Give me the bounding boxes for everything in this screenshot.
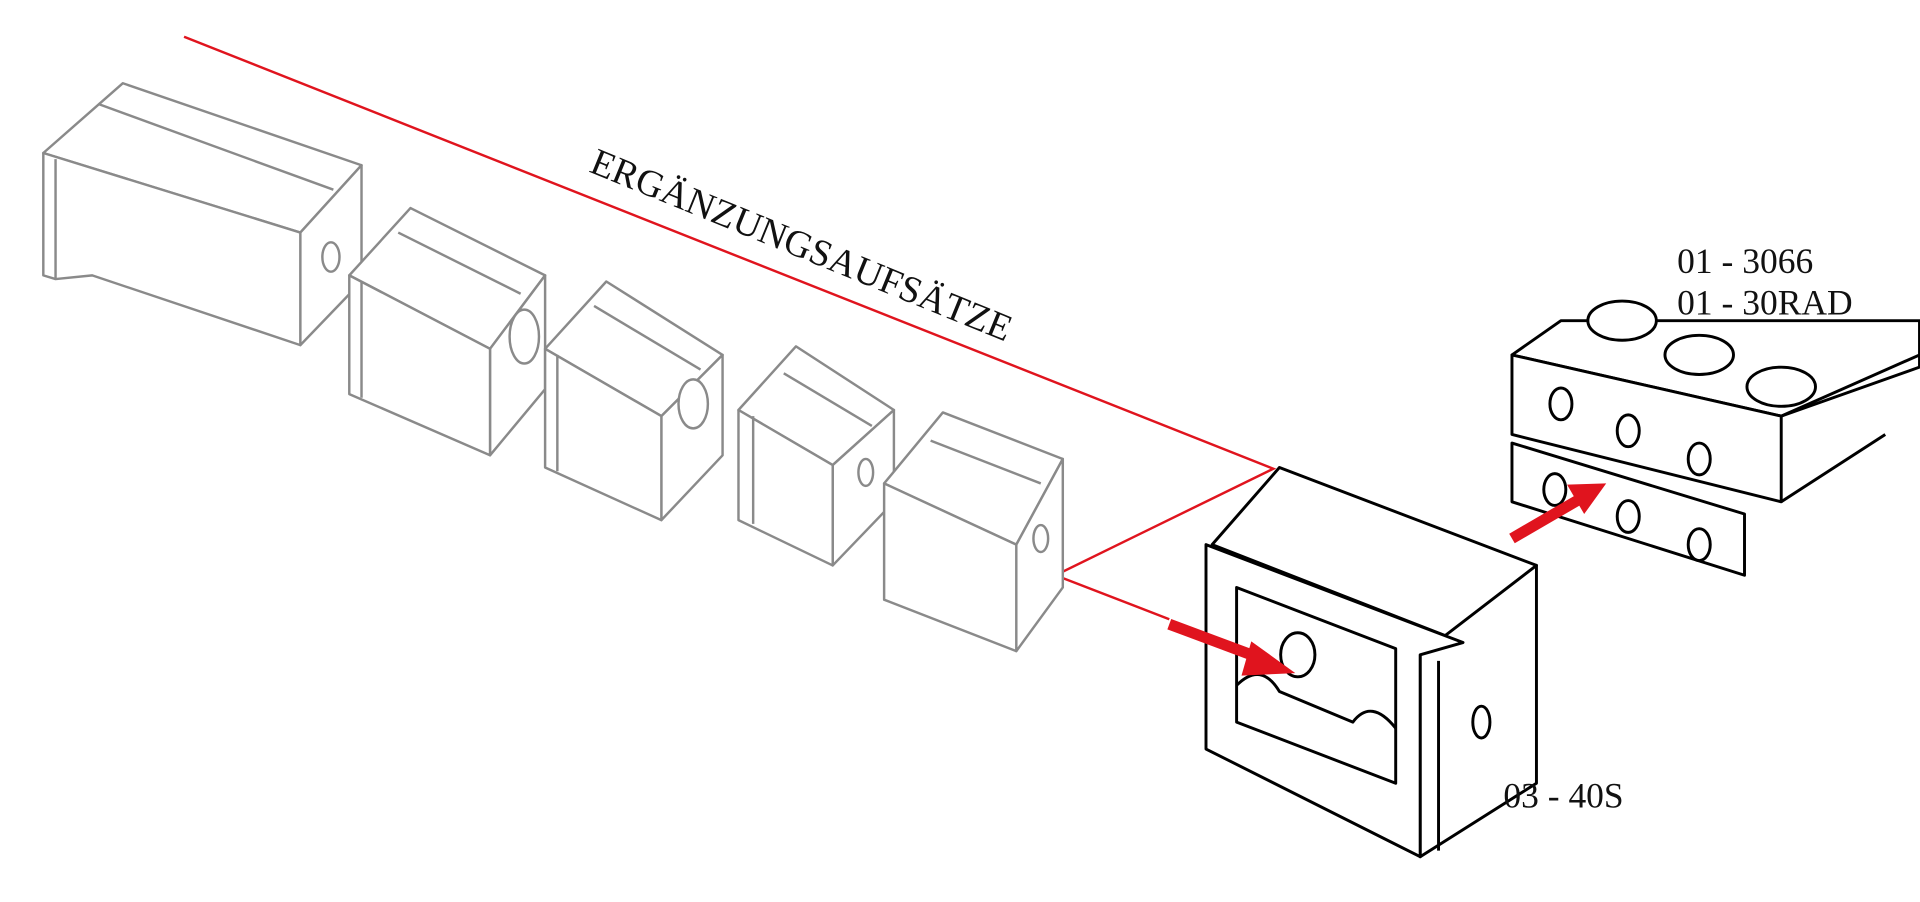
arrow-icon bbox=[1167, 619, 1296, 676]
attachment-3 bbox=[543, 280, 724, 522]
rail-part-number-2: 01 - 30RAD bbox=[1677, 283, 1852, 323]
holder-block bbox=[1204, 466, 1538, 859]
holder-part-number: 03 - 40S bbox=[1503, 776, 1623, 816]
attachment-5 bbox=[882, 411, 1065, 653]
guide-line bbox=[183, 35, 1277, 621]
arrow-icon bbox=[1509, 483, 1607, 544]
attachment-1 bbox=[42, 82, 363, 347]
attachment-2 bbox=[348, 206, 547, 457]
rail-block bbox=[1510, 299, 1920, 577]
rail-part-number-1: 01 - 3066 bbox=[1677, 241, 1813, 281]
attachment-4 bbox=[737, 345, 896, 567]
